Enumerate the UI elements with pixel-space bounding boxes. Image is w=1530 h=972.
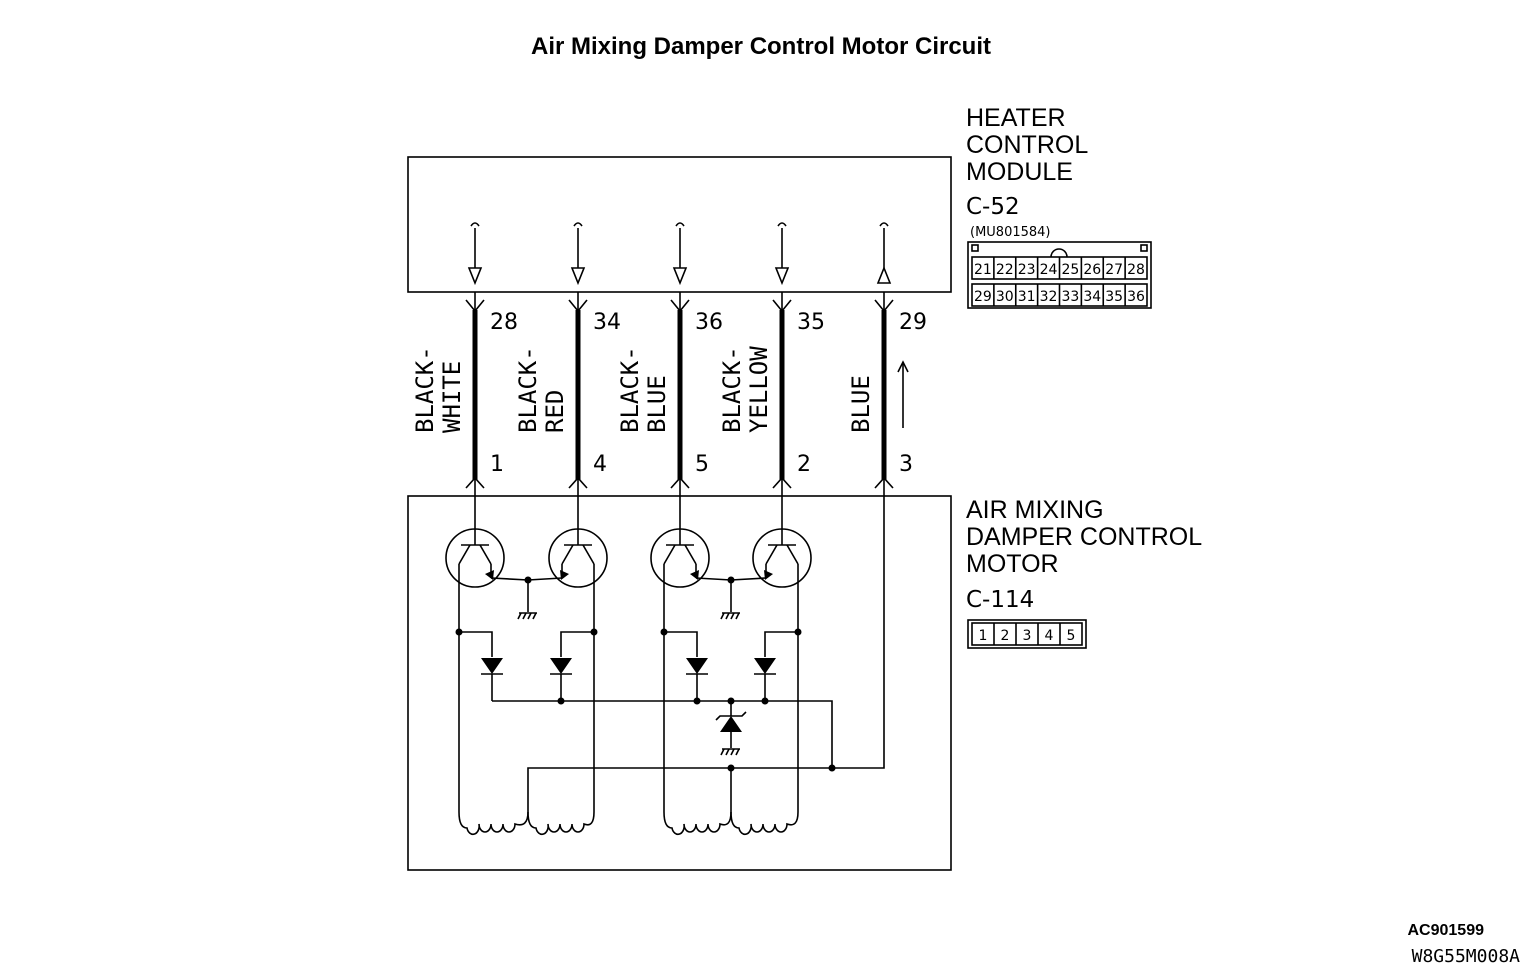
c52-pin-label: 29	[974, 289, 992, 305]
motor-pin-number: 1	[490, 452, 504, 477]
module-pin-number: 34	[593, 310, 621, 335]
wire-color-label: BLACK-	[514, 346, 542, 433]
coil-icon	[663, 811, 732, 836]
motor-pin-number: 5	[695, 452, 709, 477]
c52-pin-label: 26	[1083, 262, 1101, 278]
module-pin-number: 36	[695, 310, 723, 335]
junction-dot	[828, 764, 836, 772]
c52-pin-label: 24	[1040, 262, 1058, 278]
motor-pin-number: 2	[797, 452, 811, 477]
c114-pin-label: 3	[1023, 628, 1032, 644]
diode-icon	[754, 658, 776, 675]
input-arrow-icon	[876, 265, 892, 284]
c52-pin-label: 34	[1083, 289, 1101, 305]
c52-pin-label: 32	[1040, 289, 1058, 305]
wire-color-label: BLACK-	[616, 346, 644, 433]
diode-icon	[550, 658, 572, 675]
c52-pin-label: 36	[1127, 289, 1145, 305]
c114-pin-label: 5	[1067, 628, 1076, 644]
wire-color-label: BLUE	[643, 375, 671, 433]
wire-color-label: RED	[541, 390, 569, 433]
wire-harness: 281BLACK-WHITE344BLACK-RED365BLACK-BLUE3…	[411, 222, 927, 496]
module-pin-number: 28	[490, 310, 518, 335]
wire-5: 29 3 BLUE	[847, 222, 927, 496]
ground-icon	[720, 748, 740, 756]
coil-icon	[527, 811, 595, 836]
motor-connector-id: C-114	[966, 587, 1034, 613]
ground-icon	[720, 612, 740, 620]
output-arrow-icon	[672, 267, 688, 286]
c114-pin-label: 1	[979, 628, 988, 644]
c52-pin-label: 25	[1062, 262, 1080, 278]
wire-3: 36 5 BLACK-BLUE	[616, 222, 723, 496]
c52-pin-label: 35	[1105, 289, 1123, 305]
module-connector-id: C-52	[966, 194, 1020, 220]
wire-color-label: BLUE	[847, 375, 875, 433]
output-arrow-icon	[774, 267, 790, 286]
c52-pin-label: 21	[974, 262, 992, 278]
figure-code: AC901599	[1408, 922, 1485, 939]
c52-pin-label: 28	[1127, 262, 1145, 278]
motor-name-line-2: DAMPER CONTROL	[966, 523, 1202, 551]
motor-pin-number: 4	[593, 452, 607, 477]
transistor-2	[527, 496, 608, 632]
module-pin-number: 29	[899, 310, 927, 335]
diagram-title: Air Mixing Damper Control Motor Circuit	[531, 33, 991, 60]
c52-pin-label: 30	[996, 289, 1014, 305]
figure-subcode: W8G55M008A	[1412, 946, 1521, 967]
heater-control-module-box	[407, 156, 952, 293]
c52-pin-label: 31	[1018, 289, 1036, 305]
ground-icon	[517, 612, 537, 620]
motor-name-line-1: AIR MIXING	[966, 496, 1104, 524]
module-name-line-2: CONTROL	[966, 131, 1088, 159]
wire-color-label: YELLOW	[745, 346, 773, 433]
motor-pin-number: 3	[899, 452, 913, 477]
motor-name-line-3: MOTOR	[966, 550, 1059, 578]
transistor-3	[650, 496, 732, 633]
transistor-4	[730, 496, 812, 632]
wire-1: 28 1 BLACK-WHITE	[411, 222, 518, 496]
coil-icon	[730, 811, 799, 836]
diode-icon	[686, 658, 708, 675]
wire-color-label: BLACK-	[411, 346, 439, 433]
damper-motor-box	[407, 495, 952, 871]
output-arrow-icon	[467, 267, 483, 286]
c114-pin-label: 4	[1045, 628, 1054, 644]
wire-2: 34 4 BLACK-RED	[514, 222, 621, 496]
wire-4: 35 2 BLACK-YELLOW	[718, 222, 825, 496]
signal-direction-arrow	[897, 360, 909, 428]
module-pin-number: 35	[797, 310, 825, 335]
c52-pin-label: 23	[1018, 262, 1036, 278]
c52-pin-label: 33	[1062, 289, 1080, 305]
zener-diode-icon	[715, 711, 747, 732]
transistor-1	[445, 496, 529, 633]
c52-pin-label: 27	[1105, 262, 1123, 278]
module-name-line-1: HEATER	[966, 104, 1066, 132]
diode-icon	[481, 658, 503, 675]
c52-pin-label: 22	[996, 262, 1014, 278]
output-arrow-icon	[570, 267, 586, 286]
coil-icon	[458, 811, 529, 836]
module-name-line-3: MODULE	[966, 158, 1073, 186]
c114-pin-label: 2	[1001, 628, 1010, 644]
wire-color-label: BLACK-	[718, 346, 746, 433]
wire-color-label: WHITE	[438, 361, 466, 433]
motor-internal-circuit	[445, 496, 885, 836]
module-part-number: (MU801584)	[970, 225, 1051, 240]
